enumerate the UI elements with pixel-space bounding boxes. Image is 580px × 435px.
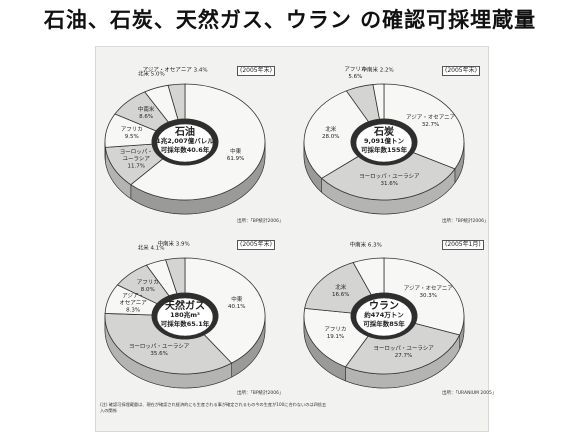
year-note: (2005年1月) (442, 240, 484, 250)
footnote: (注) 確認可採埋蔵量は、現在が確認され経済的にも生産される事が確定されるもの今… (100, 402, 327, 413)
reserve-amount: 約474万トン (364, 311, 404, 319)
reserve-amount: 180兆m³ (170, 311, 200, 319)
center-label: 天然ガス 180兆m³ 可採年数65.1年 (150, 302, 220, 329)
center-label: 石油 1兆2,007億バレル 可採年数40.6年 (150, 128, 220, 155)
center-label: 石炭 9,091億トン 可採年数155年 (349, 128, 419, 155)
chart-title: 石油 (175, 127, 195, 138)
reserve-years: 可採年数85年 (363, 320, 405, 328)
year-note: (2005年末) (237, 66, 275, 76)
slice-label-5: アジア・オセアニア 3.4% (142, 67, 208, 74)
donut-hole (355, 297, 413, 337)
chart-oil: (2005年末) 石油 1兆2,007億バレル 可採年数40.6年 出所：「BP… (95, 46, 290, 234)
source-note: 出所：「BP統計2006」 (442, 219, 489, 224)
chart-title: 天然ガス (165, 301, 205, 312)
donut-hole (156, 297, 214, 337)
reserve-years: 可採年数65.1年 (160, 320, 210, 328)
reserve-years: 可採年数40.6年 (160, 146, 210, 154)
chart-title: ウラン (369, 301, 399, 312)
page-title: 石油、石炭、天然ガス、ウラン の確認可採埋蔵量 (43, 8, 537, 32)
source-note: 出所：「URANIUM 2005」 (442, 391, 497, 396)
chart-title: 石炭 (374, 127, 394, 138)
reserve-amount: 9,091億トン (363, 137, 405, 145)
slice-label-5: 中南米 3.9% (157, 241, 190, 248)
reserve-amount: 1兆2,007億バレル (156, 137, 214, 145)
oil-donut-svg (104, 83, 266, 215)
source-note: 出所：「BP統計2006」 (237, 391, 284, 396)
chart-coal: (2005年末) 石炭 9,091億トン 可採年数155年 出所：「BP統計20… (292, 46, 489, 234)
gas-donut-svg (104, 257, 266, 389)
uranium-donut-svg (303, 257, 465, 389)
chart-natural-gas: (2005年末) 天然ガス 180兆m³ 可採年数65.1年 出所：「BP統計2… (95, 234, 290, 422)
slice-label-4: 北米 4.1% (137, 245, 165, 252)
slice-label-4: 中南米 2.2% (361, 67, 394, 74)
reserve-years: 可採年数155年 (360, 146, 408, 154)
source-note: 出所：「BP統計2006」 (237, 219, 284, 224)
slice-label-4: 中南米 6.3% (349, 242, 382, 249)
chart-uranium: (2005年1月) ウラン 約474万トン 可採年数85年 出所：「URANIU… (292, 234, 496, 422)
donut-hole (156, 123, 214, 163)
year-note: (2005年末) (442, 66, 480, 76)
slice-label-4: 北米 5.0% (138, 71, 165, 78)
donut-hole (355, 123, 413, 163)
year-note: (2005年末) (237, 240, 275, 250)
coal-donut-svg (303, 83, 465, 215)
center-label: ウラン 約474万トン 可採年数85年 (349, 302, 419, 329)
